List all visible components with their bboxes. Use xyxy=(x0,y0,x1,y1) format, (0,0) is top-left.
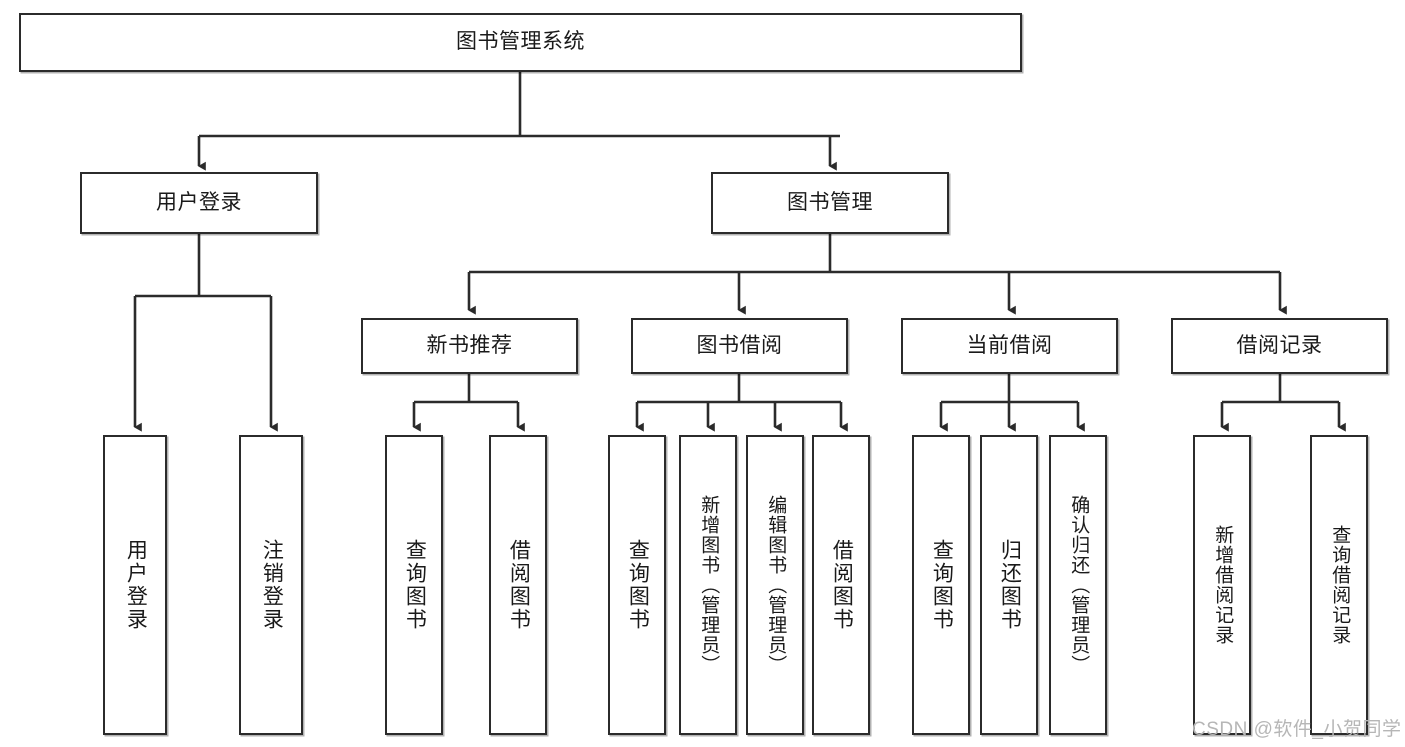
node-book-management[interactable]: 图书管理 xyxy=(711,172,949,234)
node-borrow-record[interactable]: 借阅记录 xyxy=(1171,318,1388,374)
node-new-book-recommend-label: 新书推荐 xyxy=(426,333,513,357)
leaf-user-login-label: 用户登录 xyxy=(124,539,148,631)
node-user-login-label: 用户登录 xyxy=(156,190,242,214)
node-book-borrow-label: 图书借阅 xyxy=(696,333,783,357)
leaf-borrow-book-2[interactable]: 借阅图书 xyxy=(812,435,870,735)
leaf-borrow-book-1[interactable]: 借阅图书 xyxy=(489,435,547,735)
node-user-login[interactable]: 用户登录 xyxy=(80,172,318,234)
leaf-add-record-label: 新增借阅记录 xyxy=(1212,525,1234,645)
leaf-user-login[interactable]: 用户登录 xyxy=(103,435,167,735)
leaf-query-book-3-label: 查询图书 xyxy=(930,539,954,631)
leaf-confirm-return[interactable]: 确认归还（管理员） xyxy=(1049,435,1107,735)
node-book-management-label: 图书管理 xyxy=(787,190,873,214)
leaf-edit-book[interactable]: 编辑图书（管理员） xyxy=(746,435,804,735)
leaf-add-book-label: 新增图书（管理员） xyxy=(698,495,720,675)
leaf-query-book-1-label: 查询图书 xyxy=(403,539,427,631)
leaf-query-book-2[interactable]: 查询图书 xyxy=(608,435,666,735)
node-new-book-recommend[interactable]: 新书推荐 xyxy=(361,318,578,374)
node-root[interactable]: 图书管理系统 xyxy=(19,13,1022,72)
node-current-borrow[interactable]: 当前借阅 xyxy=(901,318,1118,374)
node-book-borrow[interactable]: 图书借阅 xyxy=(631,318,848,374)
leaf-add-record[interactable]: 新增借阅记录 xyxy=(1193,435,1251,735)
leaf-borrow-book-2-label: 借阅图书 xyxy=(830,539,854,631)
leaf-edit-book-label: 编辑图书（管理员） xyxy=(765,495,787,675)
leaf-return-book-label: 归还图书 xyxy=(998,539,1022,631)
leaf-return-book[interactable]: 归还图书 xyxy=(980,435,1038,735)
csdn-watermark: CSDN @软件_小贺同学 xyxy=(1192,719,1402,740)
leaf-logout-label: 注销登录 xyxy=(260,539,284,631)
leaf-query-book-1[interactable]: 查询图书 xyxy=(385,435,443,735)
leaf-query-book-3[interactable]: 查询图书 xyxy=(912,435,970,735)
node-root-label: 图书管理系统 xyxy=(456,30,585,54)
leaf-confirm-return-label: 确认归还（管理员） xyxy=(1068,495,1090,675)
node-borrow-record-label: 借阅记录 xyxy=(1236,333,1323,357)
leaf-query-record[interactable]: 查询借阅记录 xyxy=(1310,435,1368,735)
leaf-query-record-label: 查询借阅记录 xyxy=(1329,525,1351,645)
leaf-logout[interactable]: 注销登录 xyxy=(239,435,303,735)
leaf-query-book-2-label: 查询图书 xyxy=(626,539,650,631)
leaf-borrow-book-1-label: 借阅图书 xyxy=(507,539,531,631)
leaf-add-book[interactable]: 新增图书（管理员） xyxy=(679,435,737,735)
node-current-borrow-label: 当前借阅 xyxy=(966,333,1053,357)
